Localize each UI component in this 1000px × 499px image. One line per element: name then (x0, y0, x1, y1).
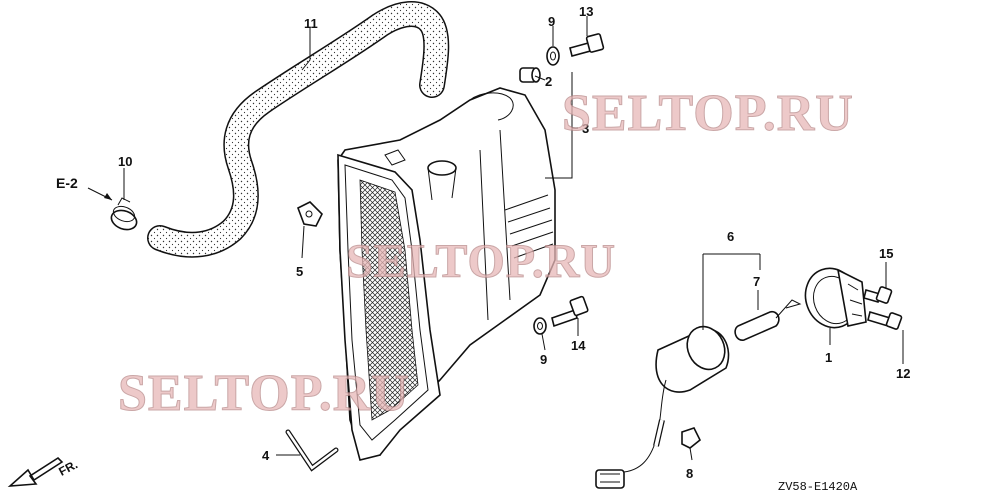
callout-9-lower: 9 (540, 352, 547, 367)
bolt-part-12 (867, 310, 903, 330)
filter-part (595, 325, 730, 489)
callout-14: 14 (571, 338, 586, 353)
callout-7: 7 (753, 274, 760, 289)
callout-4: 4 (262, 448, 270, 463)
callout-3: 3 (582, 121, 589, 136)
leader-lines (123, 16, 904, 461)
bolt-part-top (569, 33, 605, 57)
callout-2: 2 (545, 74, 552, 89)
air-cleaner-housing-part (337, 87, 556, 461)
hose-clamp-part (110, 197, 138, 231)
callout-15: 15 (879, 246, 893, 261)
element-part (734, 299, 802, 341)
front-direction-arrow (7, 456, 64, 487)
callout-12: 12 (896, 366, 910, 381)
hose-part (147, 1, 450, 258)
reference-arrowhead (104, 193, 112, 200)
callout-13: 13 (579, 4, 593, 19)
clip-part (296, 201, 323, 227)
grommet-part (519, 67, 541, 83)
callout-5: 5 (296, 264, 303, 279)
callout-6: 6 (727, 229, 734, 244)
pin-part (285, 429, 339, 472)
drawing-code: ZV58-E1420A (778, 480, 858, 494)
washer-part-top (546, 46, 560, 66)
washer-part-lower (533, 317, 547, 335)
watermark: SELTOP.RU (118, 365, 410, 422)
callout-1: 1 (825, 350, 832, 365)
callout-11: 11 (304, 16, 318, 31)
tube-clip-part (681, 427, 702, 449)
bolt-part-lower (551, 295, 589, 328)
callout-9-top: 9 (548, 14, 555, 29)
watermark: SELTOP.RU (562, 85, 854, 142)
band-clamp-part (804, 267, 867, 329)
bolt-part-15 (863, 286, 893, 304)
watermark: SELTOP.RU (346, 235, 616, 288)
callout-8: 8 (686, 466, 693, 481)
reference-label: E-2 (56, 175, 78, 191)
callout-10: 10 (118, 154, 132, 169)
